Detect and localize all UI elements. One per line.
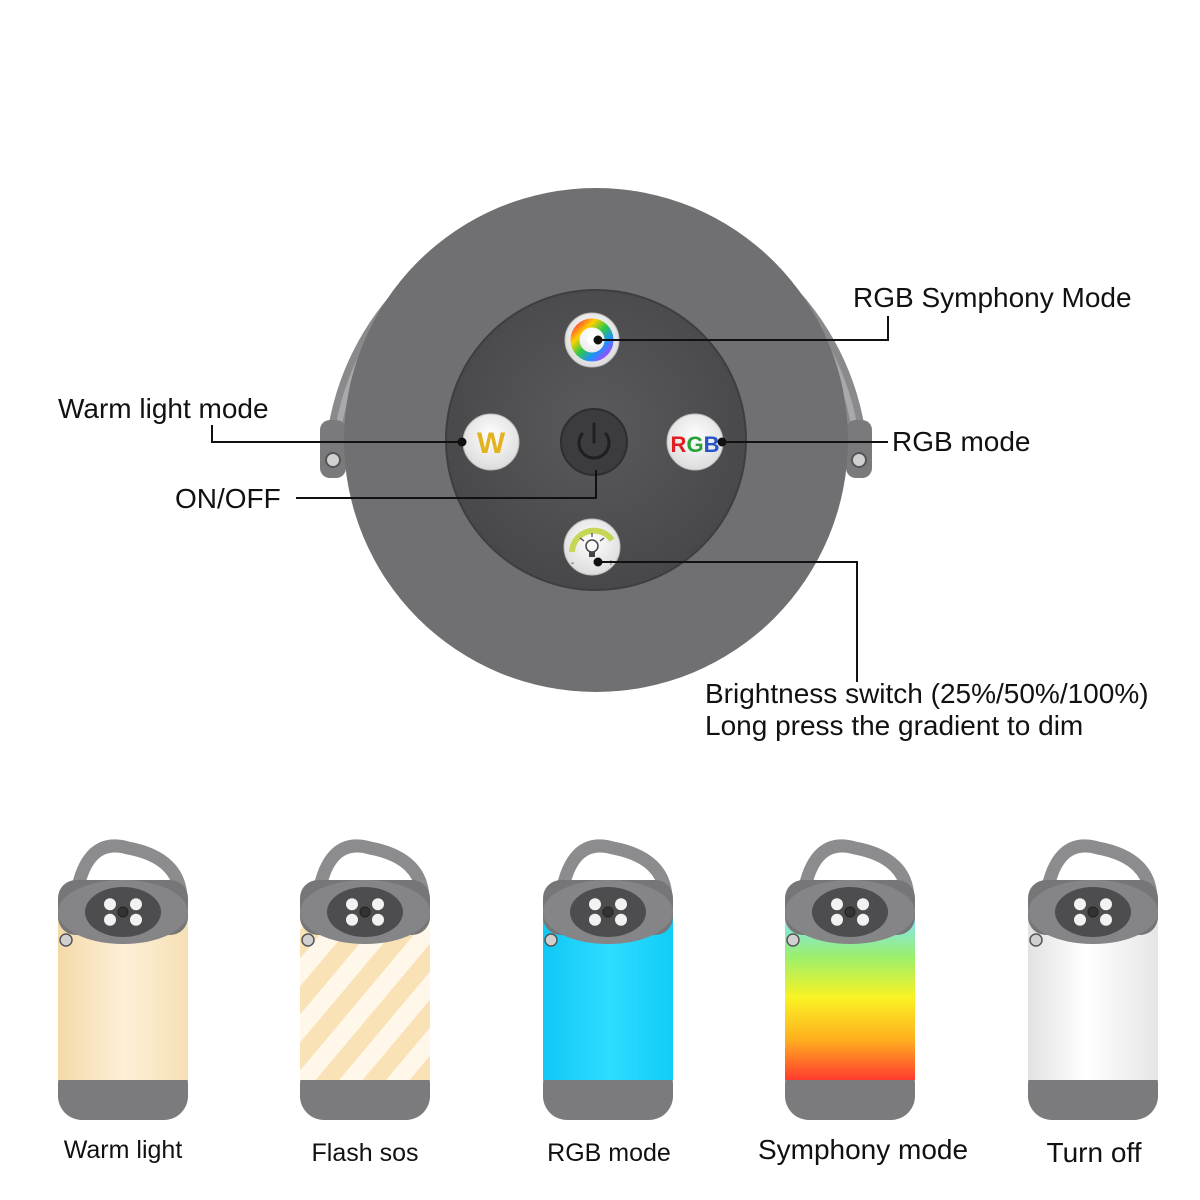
lamp-mini-button [1100, 913, 1112, 926]
label-warm-light-mode: Warm light mode [58, 393, 269, 424]
warm-light-lamp [58, 839, 188, 1120]
svg-text:+: + [608, 558, 614, 569]
lamp-mini-button [857, 898, 869, 911]
svg-text:RGB: RGB [671, 432, 720, 457]
lamp-mini-power [844, 906, 856, 918]
rgb-b: B [704, 432, 720, 457]
lamp-handle [1038, 839, 1158, 912]
lamp-hinge [786, 933, 800, 947]
label-brightness: Brightness switch (25%/50%/100%) Long pr… [705, 678, 1149, 742]
lamp-mini-button [831, 898, 843, 911]
power-icon [577, 422, 611, 460]
caption-warm-light: Warm light [63, 1136, 183, 1164]
lamp-hinge [544, 933, 558, 947]
w-letter: W [477, 427, 506, 460]
lamp-mini-power [1087, 906, 1099, 918]
symphony-mode-lamp [785, 839, 915, 1120]
lamp-mini-power [359, 906, 371, 918]
lamp-mini-button [372, 913, 384, 926]
leader-lines [211, 316, 889, 682]
lamp-mini-button [615, 913, 627, 926]
lamp-mini-power [117, 906, 129, 918]
lamp-mini-button [372, 898, 384, 911]
bulb-dimmer-icon: - + [569, 527, 615, 569]
lamp-mini-button [346, 898, 358, 911]
warm-light-button[interactable]: W [462, 413, 520, 471]
svg-text:-: - [571, 558, 574, 569]
caption-flash-sos: Flash sos [311, 1139, 419, 1167]
lamp-mini-button [130, 898, 142, 911]
lamp-mini-button [1074, 913, 1086, 926]
turn-off-lamp [1028, 839, 1158, 1120]
caption-symphony-mode: Symphony mode [757, 1134, 969, 1165]
left-hinge [320, 420, 346, 478]
lamp-handle [795, 839, 915, 912]
lamp-handle [68, 839, 188, 912]
caption-rgb-mode: RGB mode [547, 1139, 671, 1167]
lamp-mini-button [104, 913, 116, 926]
flash-sos-lamp [300, 839, 430, 1120]
brightness-line-1: Brightness switch (25%/50%/100%) [705, 678, 1149, 709]
label-on-off: ON/OFF [175, 483, 281, 514]
lamp-mini-button [589, 898, 601, 911]
lamp-hinge [301, 933, 315, 947]
lamp-mini-button [346, 913, 358, 926]
rgb-mode-button[interactable]: RGB [666, 413, 724, 471]
rgb-g: G [686, 432, 703, 457]
lamp-mini-button [615, 898, 627, 911]
lamp-mini-power [602, 906, 614, 918]
label-rgb-symphony: RGB Symphony Mode [853, 282, 1132, 313]
lamp-mini-button [857, 913, 869, 926]
lamp-handle [553, 839, 673, 912]
caption-turn-off: Turn off [1046, 1137, 1142, 1168]
brightness-button[interactable]: - + [563, 518, 621, 576]
rgb-r: R [671, 432, 687, 457]
right-hinge [846, 420, 872, 478]
lamp-mini-button [104, 898, 116, 911]
power-button[interactable] [560, 408, 628, 476]
label-rgb-mode: RGB mode [892, 426, 1031, 457]
lamp-mini-button [589, 913, 601, 926]
lamp-mode-row [58, 839, 1158, 1120]
rgb-mode-lamp [543, 839, 673, 1120]
lamp-top-view: W RGB - [211, 188, 889, 692]
lamp-hinge [59, 933, 73, 947]
brightness-line-2: Long press the gradient to dim [705, 710, 1084, 741]
lamp-handle [310, 839, 430, 912]
rgb-symphony-button[interactable] [564, 312, 620, 368]
lamp-mini-button [1100, 898, 1112, 911]
lamp-mini-button [130, 913, 142, 926]
lamp-hinge [1029, 933, 1043, 947]
lamp-mini-button [1074, 898, 1086, 911]
lamp-mini-button [831, 913, 843, 926]
